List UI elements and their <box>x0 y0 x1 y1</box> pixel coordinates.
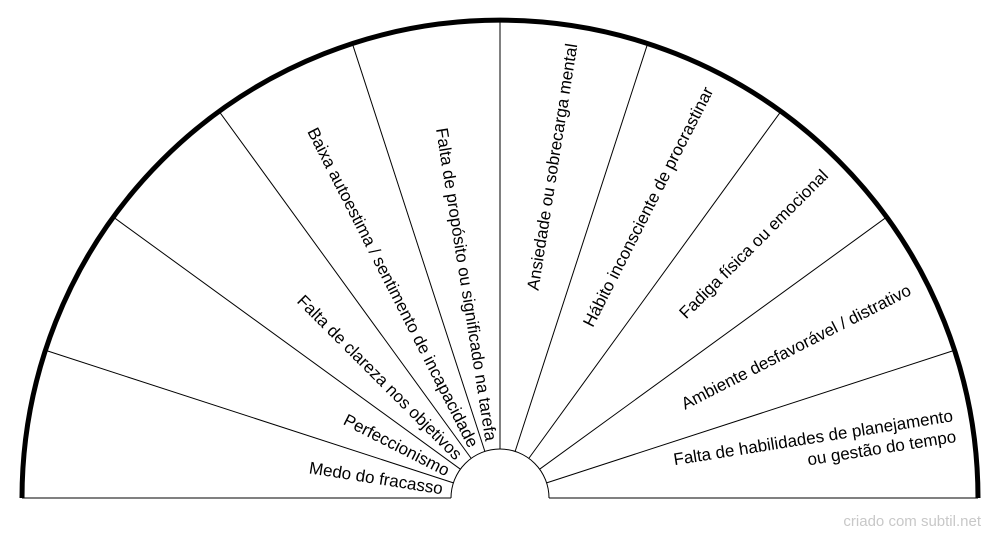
segment-divider <box>352 45 486 452</box>
segment-divider <box>514 45 648 452</box>
segment-label: Ansiedade ou sobrecarga mental <box>524 42 582 291</box>
inner-hub-arc <box>450 448 550 499</box>
credit-text: criado com subtil.net <box>843 513 981 530</box>
segment-divider <box>539 217 886 470</box>
segment-divider <box>219 112 472 459</box>
segment-divider <box>114 217 461 470</box>
segment-dividers <box>47 22 953 484</box>
segment-divider <box>528 112 781 459</box>
outer-arc <box>19 17 981 499</box>
segment-label: Ambiente desfavorável / distrativo <box>678 281 914 414</box>
segment-divider <box>47 350 454 484</box>
segment-label: Fadiga física ou emocional <box>676 166 832 322</box>
segment-divider <box>546 350 953 484</box>
